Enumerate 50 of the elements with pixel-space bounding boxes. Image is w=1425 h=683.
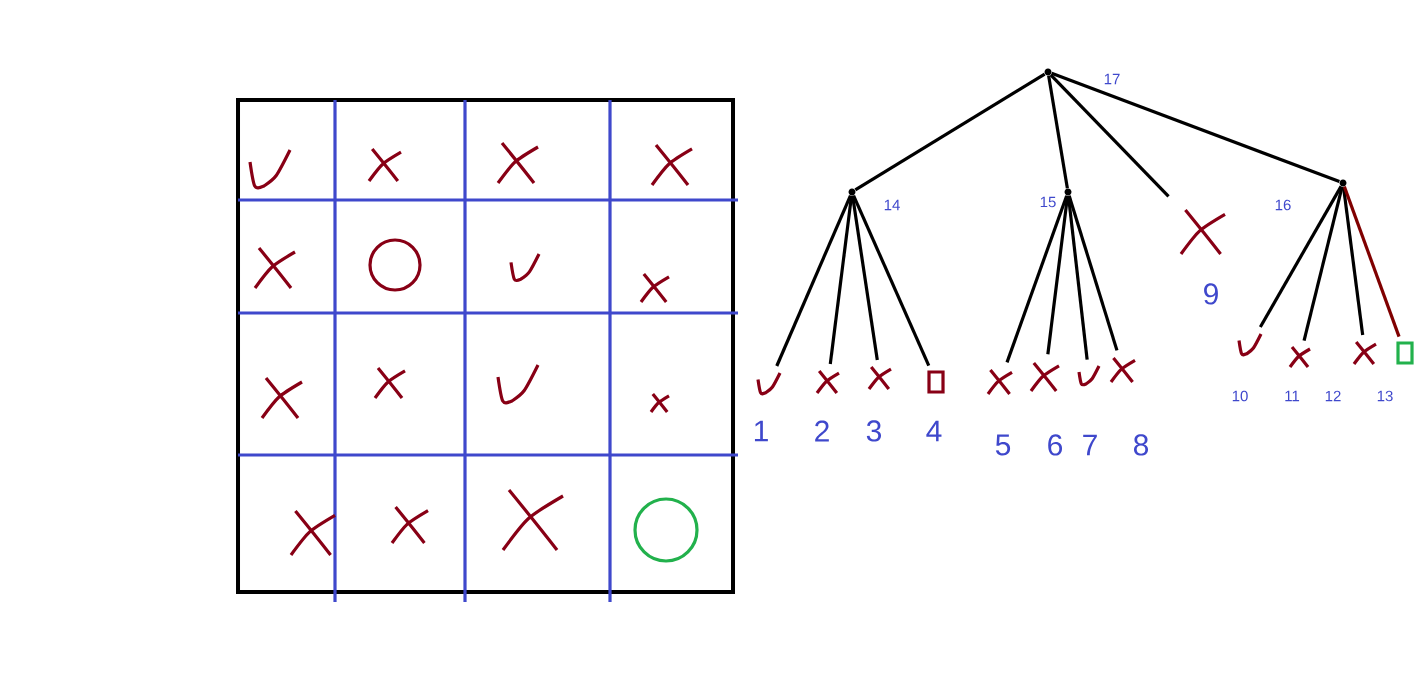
tree-line (1005, 195, 1069, 363)
node-number: 11 (1285, 390, 1300, 402)
tree-line (828, 195, 854, 365)
tree-line (1066, 195, 1089, 360)
tree-line (854, 72, 1046, 192)
cross-mark (1109, 356, 1137, 384)
node-number: 2 (815, 420, 829, 442)
tree-line (1049, 73, 1170, 198)
square-mark (1396, 341, 1414, 365)
cross-mark (986, 368, 1014, 396)
square-mark (927, 370, 945, 394)
junction-point (1064, 188, 1072, 196)
tree-line (1046, 195, 1070, 355)
tree-line (1342, 186, 1401, 338)
node-number: 6 (1048, 434, 1063, 456)
cross-mark (1352, 340, 1378, 366)
cross-mark (1288, 345, 1312, 369)
tree-line (1258, 185, 1343, 328)
node-number: 3 (866, 420, 882, 442)
tree-line (851, 195, 879, 361)
check-mark (756, 372, 782, 396)
node-number: 10 (1232, 390, 1248, 402)
node-number: 4 (926, 420, 942, 442)
tree-line (1067, 195, 1119, 351)
tree-line (775, 194, 852, 367)
check-mark (1237, 333, 1263, 357)
tree-line (1302, 186, 1344, 341)
cross-mark (1179, 208, 1227, 256)
tree-line (1341, 186, 1365, 336)
node-number: 14 (884, 199, 900, 211)
node-number: 1 (754, 420, 768, 442)
node-number: 9 (1204, 283, 1218, 305)
node-number: 15 (1040, 196, 1056, 208)
node-number: 12 (1325, 390, 1341, 402)
junction-point (1044, 68, 1052, 76)
cross-mark (815, 369, 841, 395)
cross-mark (867, 365, 893, 391)
junction-point (1339, 179, 1347, 187)
tree-line (852, 194, 931, 367)
check-mark (1077, 365, 1101, 387)
node-number: 7 (1083, 434, 1097, 456)
junction-point (848, 188, 856, 196)
node-number: 13 (1377, 390, 1393, 402)
tree-line (1051, 71, 1340, 184)
tree-line (1047, 75, 1069, 189)
node-number: 5 (995, 434, 1011, 456)
node-number: 8 (1134, 434, 1149, 456)
node-number: 17 (1104, 73, 1120, 85)
node-number: 16 (1275, 199, 1291, 211)
cross-mark (1029, 361, 1061, 393)
